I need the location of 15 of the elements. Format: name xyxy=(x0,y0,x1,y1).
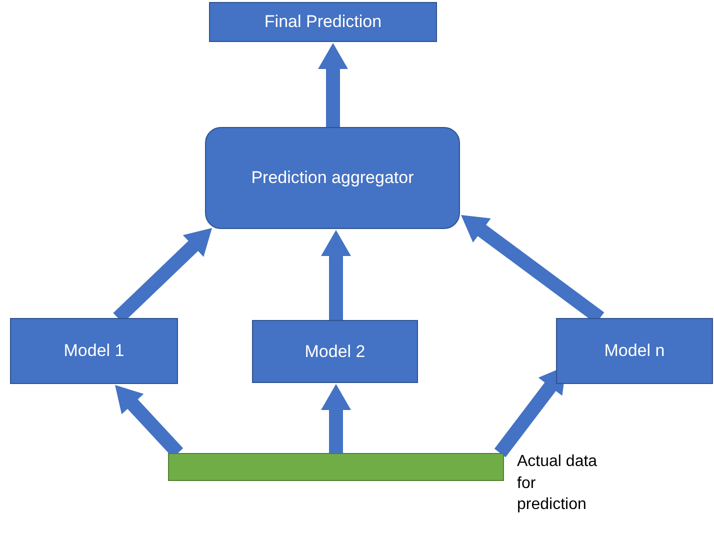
arrow xyxy=(321,230,351,320)
node-label: Model n xyxy=(604,341,665,361)
node-label: Model 2 xyxy=(304,342,366,362)
arrow xyxy=(318,43,348,127)
model-box xyxy=(556,318,713,384)
bar-caption: Actual data for prediction xyxy=(517,452,598,516)
node-label: Prediction aggregator xyxy=(251,168,414,188)
aggregator-box xyxy=(205,127,460,229)
output-box xyxy=(209,2,437,42)
model-box xyxy=(10,318,178,384)
node-label: Model 1 xyxy=(64,341,124,361)
data-bar xyxy=(168,453,504,481)
model-box xyxy=(252,320,418,383)
arrow xyxy=(321,384,351,453)
node-label: Final Prediction xyxy=(264,12,382,32)
